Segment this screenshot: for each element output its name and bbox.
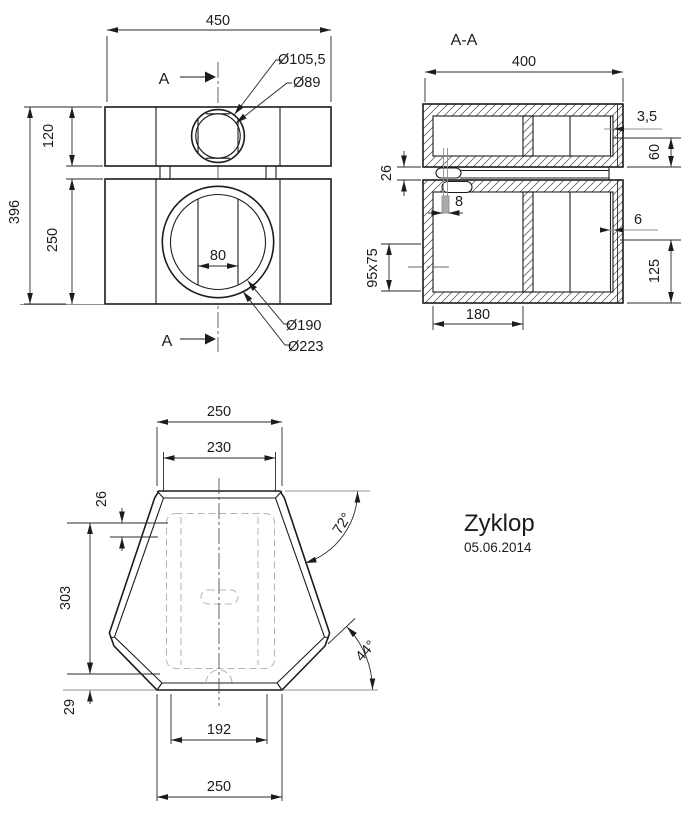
dim-bottom-inner-width: 192	[207, 722, 231, 738]
dim-angle-side: 72°	[330, 510, 355, 537]
dim-lower-height: 250	[45, 228, 61, 252]
section-view-label: A-A	[451, 32, 478, 49]
dim-angle-corner: 44°	[353, 638, 380, 665]
dim-inner-width: 180	[466, 307, 490, 323]
dim-top-width: 250	[207, 404, 231, 420]
section-arrow-top: A	[159, 71, 216, 88]
dim-top-hole-outer: Ø105,5	[278, 52, 326, 68]
dim-upper-height: 120	[41, 124, 57, 148]
pin-end	[441, 195, 450, 214]
section-upper-block	[422, 103, 624, 168]
dim-bottom-hole-outer: Ø223	[288, 339, 323, 355]
gap-slot	[435, 167, 462, 179]
dim-bottom-width: 250	[207, 779, 231, 795]
part-title: Zyklop	[464, 510, 535, 537]
dim-rim-top: 26	[94, 491, 110, 507]
dim-side-height: 303	[58, 586, 74, 610]
hidden-arc	[205, 669, 233, 684]
upper-section-hatch	[423, 104, 623, 167]
drawing-date: 05.06.2014	[464, 540, 532, 555]
dim-slot-width: 80	[210, 248, 226, 264]
dim-rim-bottom: 29	[62, 699, 78, 715]
dim-opening: 95x75	[365, 248, 381, 288]
section-arrowhead	[205, 333, 216, 345]
dim-pin-width: 8	[455, 194, 463, 210]
dim-overall-height: 396	[7, 200, 23, 224]
dim-right-top-height: 60	[647, 144, 663, 160]
dim-overall-width: 450	[206, 13, 230, 29]
dim-right-bottom-height: 125	[647, 259, 663, 283]
section-arrow-bottom: A	[162, 333, 216, 350]
section-label-top: A	[159, 71, 170, 88]
angle-arc-72	[305, 491, 361, 564]
dim-plate-top: 3,5	[637, 109, 657, 125]
dim-section-width: 400	[512, 54, 536, 70]
dim-bottom-hole-inner: Ø190	[286, 318, 321, 334]
section-label-bottom: A	[162, 333, 173, 350]
section-view: A-A 400 3,	[365, 32, 681, 330]
bottom-hole-inner	[169, 193, 267, 291]
dim-gap: 26	[379, 165, 395, 181]
front-upper-block	[104, 106, 332, 167]
title-block: Zyklop 05.06.2014	[464, 510, 535, 555]
bottom-hole-outer	[161, 185, 275, 299]
bottom-view: 250 230 26 303 29 192 250 72°	[58, 404, 379, 801]
front-lower-block	[104, 178, 332, 305]
section-lower-block	[422, 179, 624, 304]
pin-notch	[441, 180, 473, 194]
front-view: 450 396 120 250 80 A A Ø105,5 Ø89	[7, 13, 332, 355]
dim-top-hole-inner: Ø89	[293, 75, 320, 91]
angle-arc-44	[346, 626, 376, 690]
dim-top-inner-width: 230	[207, 440, 231, 456]
section-arrowhead	[205, 71, 216, 83]
hidden-opening	[166, 513, 275, 669]
hidden-slot	[200, 589, 239, 605]
dim-plate-bottom: 6	[634, 212, 642, 228]
top-hole-outer	[190, 108, 246, 164]
